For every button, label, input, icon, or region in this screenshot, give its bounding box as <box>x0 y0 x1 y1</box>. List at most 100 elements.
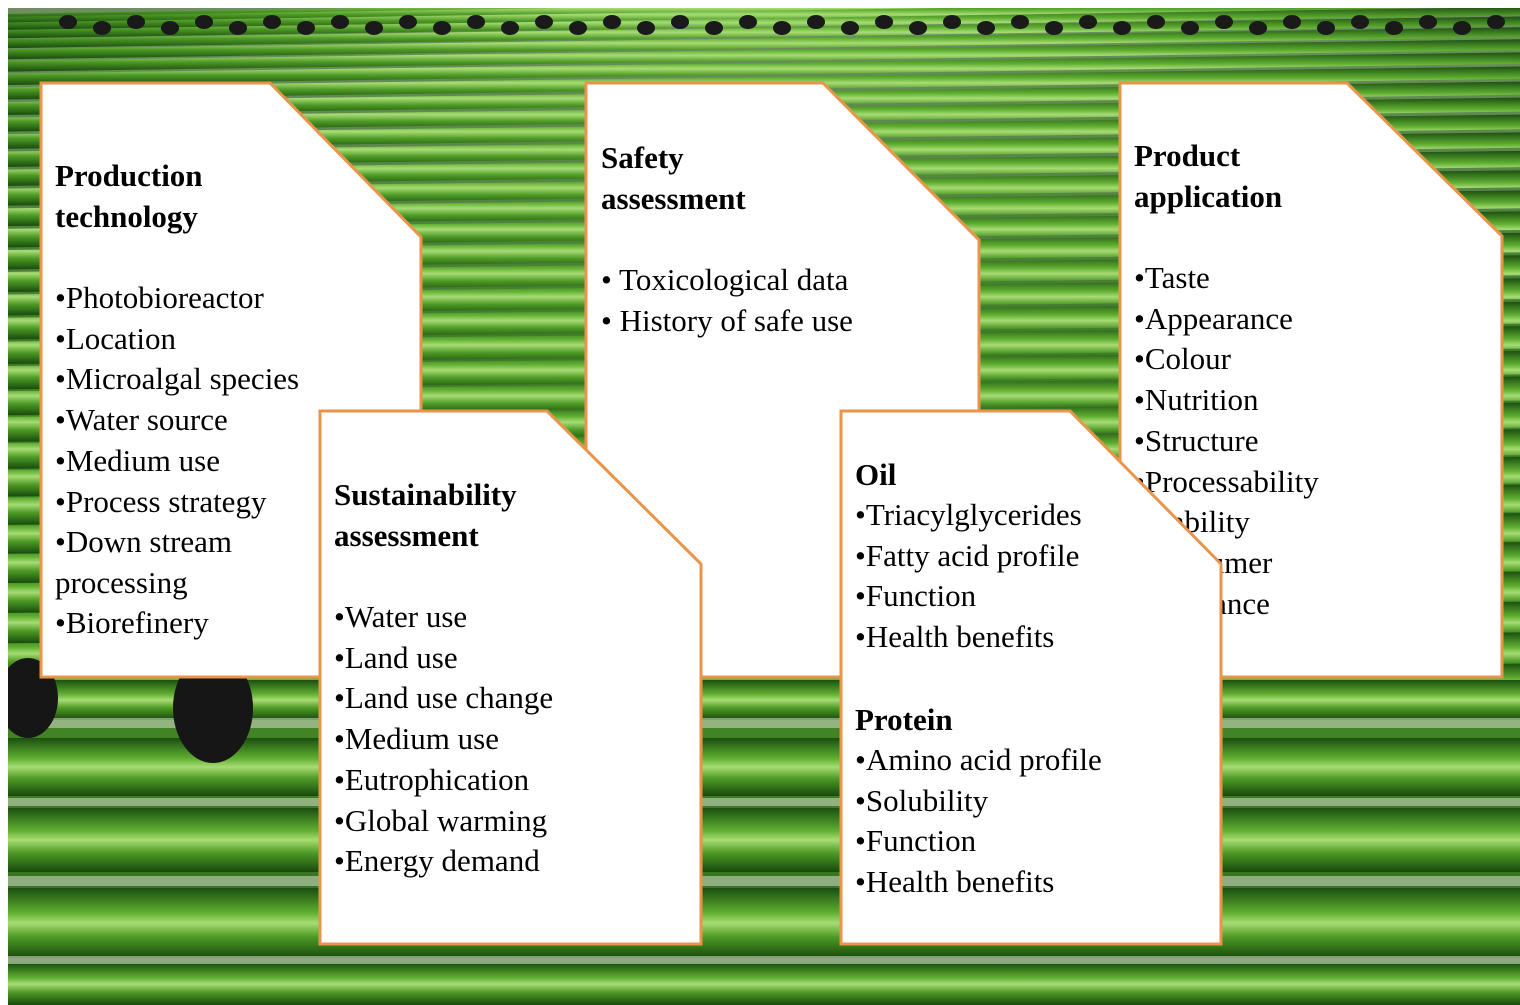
reactor-tube <box>8 16 1520 49</box>
list-item: •Water source <box>55 402 228 438</box>
list-item: •Medium use <box>334 721 499 757</box>
tube-connector <box>365 21 383 35</box>
reactor-tube <box>8 27 1520 60</box>
tube-connector <box>59 15 77 29</box>
list-item: •Photobioreactor <box>55 280 264 315</box>
tube-connector <box>637 21 655 35</box>
tube-connector <box>807 15 825 29</box>
heading-line: application <box>1134 179 1283 214</box>
foreground-tube <box>8 738 1520 796</box>
list-item: •Eutrophication <box>334 761 530 797</box>
foreground-tube <box>8 808 1520 872</box>
floor-strip <box>8 798 1520 806</box>
reactor-tube <box>8 52 1520 86</box>
tube-connector <box>467 15 485 29</box>
floor-strip <box>8 876 1520 886</box>
list-item: •Down stream <box>55 524 233 560</box>
heading-line: assessment <box>334 518 479 553</box>
tube-connector <box>1351 15 1369 29</box>
tube-connector <box>195 15 213 29</box>
protein-list: •Amino acid profile •Solubility •Functio… <box>855 740 1102 903</box>
reactor-tube <box>8 8 1435 30</box>
list-item: • Toxicological data <box>601 262 849 297</box>
tube-connector <box>1317 21 1335 35</box>
tube-connector <box>569 21 587 35</box>
heading-line: Safety <box>601 140 684 175</box>
list-item: •Medium use <box>55 442 220 478</box>
foreground-tube <box>8 888 1520 958</box>
list-item: •Triacylglycerides <box>855 497 1082 532</box>
tube-connector <box>705 21 723 35</box>
list-item: •Solubility <box>855 782 989 818</box>
list-item: •Structure <box>1134 422 1259 458</box>
tube-connector <box>161 21 179 35</box>
tube-connector <box>1385 21 1403 35</box>
production-technology-card: Production technology •Photobioreactor •… <box>39 81 423 679</box>
list-item: •Amino acid profile <box>855 741 1102 777</box>
tube-connector <box>1181 21 1199 35</box>
tube-connector <box>603 15 621 29</box>
list-item: •Appearance <box>1134 300 1293 336</box>
foreground-tube <box>8 680 1520 720</box>
tube-connector <box>977 21 995 35</box>
tube-connector <box>1147 15 1165 29</box>
floor-strip <box>8 956 1520 964</box>
reactor-tube <box>8 8 1520 39</box>
safety-assessment-heading: Safety assessment <box>601 137 853 219</box>
tube-connector <box>943 15 961 29</box>
heading-line: Sustainability <box>334 477 517 512</box>
heading-line: technology <box>55 199 198 234</box>
oil-heading: Oil <box>855 457 897 492</box>
list-item: •Function <box>855 823 977 859</box>
list-item: •Health benefits <box>855 863 1055 899</box>
list-item: •Process strategy <box>55 483 267 519</box>
safety-assessment-list: • Toxicological data • History of safe u… <box>601 260 853 341</box>
heading-line: assessment <box>601 181 746 216</box>
tube-connector <box>331 15 349 29</box>
tube-connector <box>297 21 315 35</box>
tube-connector <box>1113 21 1131 35</box>
list-item: •Land use change <box>334 680 554 716</box>
list-item: •Nutrition <box>1134 382 1259 418</box>
sustainability-assessment-list: •Water use •Land use •Land use change •M… <box>334 597 553 882</box>
tube-connector <box>1249 21 1267 35</box>
tube-connector <box>875 15 893 29</box>
floor-strip <box>8 718 1520 728</box>
tube-connector <box>263 15 281 29</box>
tube-connector <box>1215 15 1233 29</box>
tube-connector <box>671 15 689 29</box>
tube-connector <box>93 21 111 35</box>
tube-connector <box>399 15 417 29</box>
oil-list: •Triacylglycerides •Fatty acid profile •… <box>855 495 1102 658</box>
oil-protein-card: Oil •Triacylglycerides •Fatty acid profi… <box>839 409 1223 946</box>
tube-connector <box>909 21 927 35</box>
sustainability-assessment-card: Sustainability assessment •Water use •La… <box>318 409 703 946</box>
list-item: •Colour <box>1134 341 1231 377</box>
list-item: processing <box>55 564 188 600</box>
tube-connector <box>501 21 519 35</box>
list-item: •Processability <box>1134 463 1319 499</box>
list-item: •Land use <box>334 639 458 675</box>
list-item: •Biorefinery <box>55 604 209 640</box>
list-item: •Health benefits <box>855 619 1055 655</box>
tube-connector <box>1045 21 1063 35</box>
card-frame <box>839 409 1223 946</box>
list-item: •Microalgal species <box>55 361 300 397</box>
list-item: •Location <box>55 320 177 356</box>
list-item: • History of safe use <box>601 302 853 338</box>
tube-connector <box>1079 15 1097 29</box>
tube-connector <box>1011 15 1029 29</box>
foreground-tube <box>8 963 1520 1005</box>
production-technology-list: •Photobioreactor •Location •Microalgal s… <box>55 278 299 644</box>
list-item: •Function <box>855 578 977 614</box>
tube-connector <box>1453 21 1471 35</box>
tube-connector <box>841 21 859 35</box>
heading-line: Production <box>55 158 203 193</box>
card-frame <box>318 409 703 946</box>
production-technology-heading: Production technology <box>55 155 299 237</box>
tube-connector <box>1283 15 1301 29</box>
tube-connector <box>739 15 757 29</box>
tube-connector <box>1419 15 1437 29</box>
list-item: •Water use <box>334 599 468 634</box>
list-item: •Energy demand <box>334 843 540 879</box>
